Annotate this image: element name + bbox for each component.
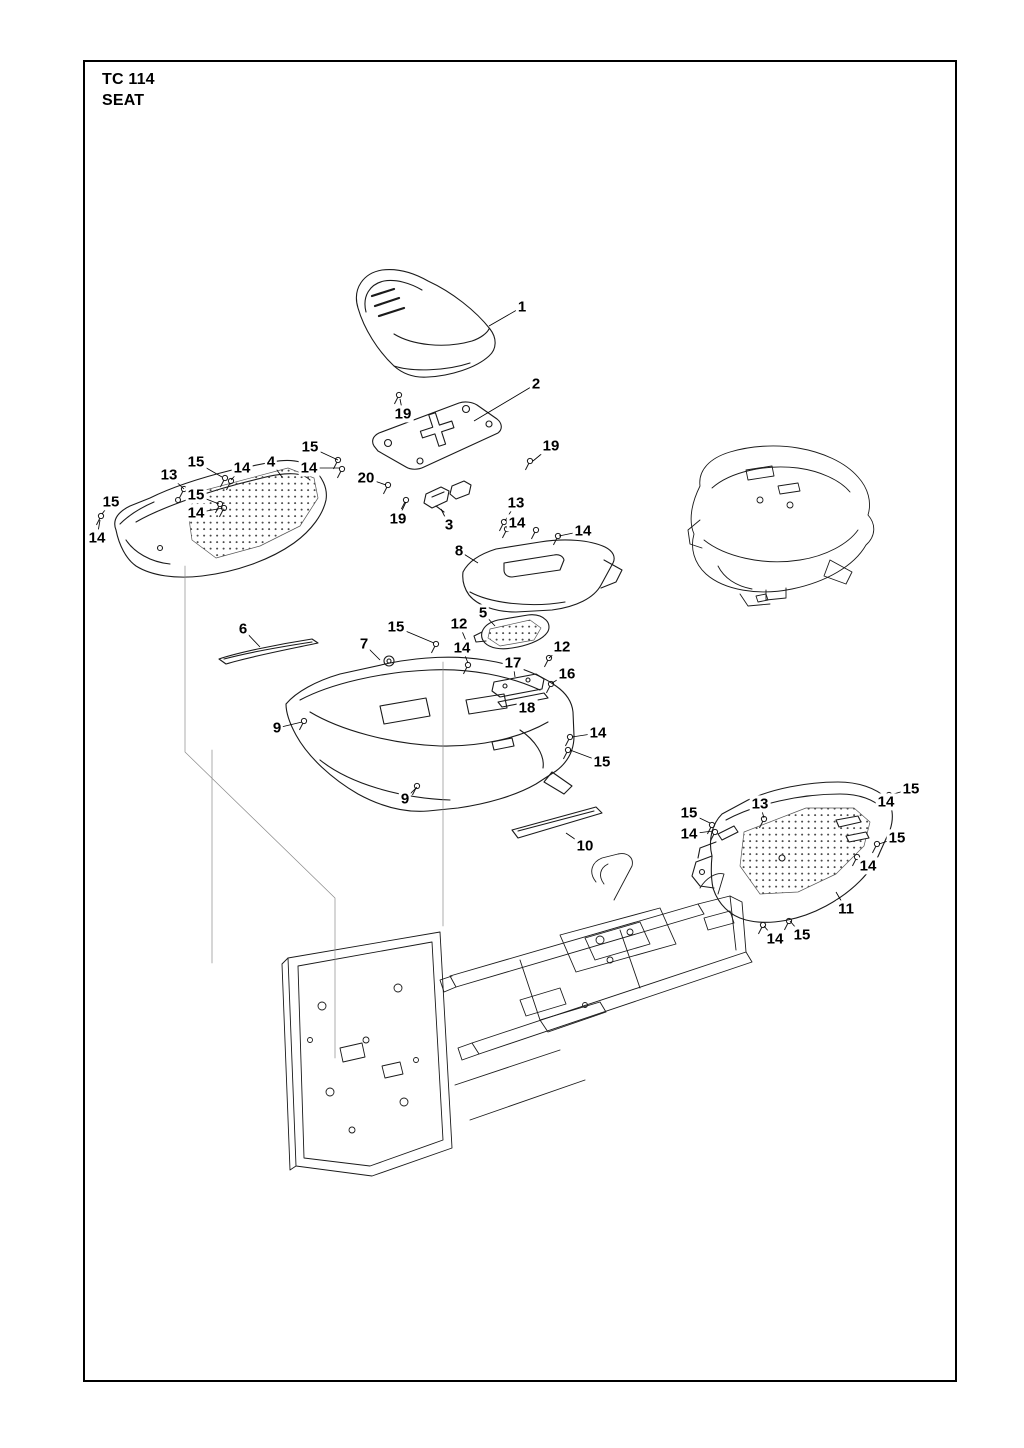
title-block: TC 114 SEAT [102,70,155,112]
part-4-left-footrest-panel [114,459,327,578]
diagram-section-title: SEAT [102,91,145,109]
chassis-frame [439,853,753,1121]
part-8-backrest-cover-panel [462,539,623,613]
part-7-main-body-panel [285,655,575,812]
part-11-right-footrest-panel [691,781,893,923]
part-6-trim-strip [218,638,319,665]
rear-wall-panel [281,931,453,1177]
diagram-model-title: TC 114 [102,71,155,88]
part-3-bracket [423,480,472,513]
part-1-seat-cushion [356,269,496,378]
part-2-seat-mounting-plate [372,401,502,470]
part-10-sill-strip [511,806,603,839]
part-5-pad [473,614,550,650]
fastener-screws [96,391,893,935]
page-border-frame: TC 114 SEAT [83,60,957,1382]
assembled-seat-base-reference-view [687,445,875,607]
part-16-17-18-hinge-cluster [491,673,549,708]
projection-lines [184,565,444,1059]
